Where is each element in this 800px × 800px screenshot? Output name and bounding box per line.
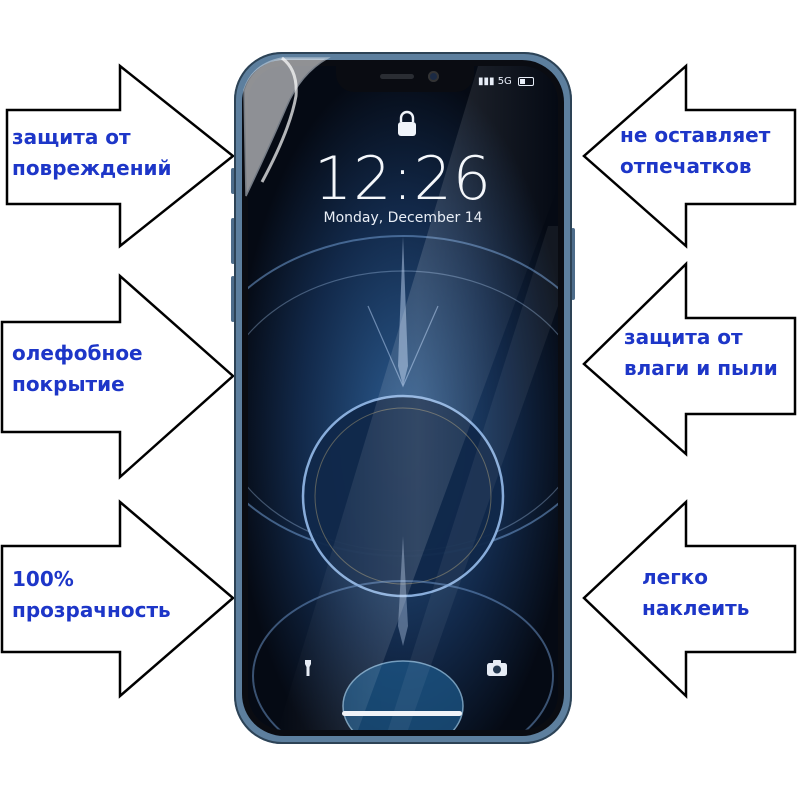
feature-label-oleophobic: олефобное покрытие [12, 338, 143, 400]
notch [336, 66, 474, 92]
feature-label-no-fingerprints: не оставляет отпечатков [620, 120, 770, 182]
status-bar: ▮▮▮ 5G [478, 76, 534, 87]
arrow-left-bottom [582, 499, 797, 699]
camera-icon[interactable] [486, 658, 508, 678]
phone-bezel: ▮▮▮ 5G 12:26 Monday, December 14 [242, 60, 564, 736]
power-button [571, 228, 575, 300]
arrow-left-top [582, 63, 797, 249]
lock-screen-date: Monday, December 14 [323, 210, 483, 226]
feature-label-easy-apply: легко наклеить [642, 562, 749, 624]
feature-label-line: легко [642, 565, 708, 589]
signal-icon: ▮▮▮ [477, 76, 495, 87]
phone-screen: ▮▮▮ 5G 12:26 Monday, December 14 [248, 66, 558, 730]
feature-label-damage-protection: защита от повреждений [12, 122, 172, 184]
phone: ▮▮▮ 5G 12:26 Monday, December 14 [234, 52, 572, 744]
earpiece-speaker [380, 74, 414, 79]
network-indicator: 5G [497, 76, 512, 87]
feature-label-line: отпечатков [620, 154, 752, 178]
feature-label-line: прозрачность [12, 598, 171, 622]
arrow-right-bottom [0, 499, 235, 699]
lock-screen-time: 12:26 [314, 144, 492, 214]
arrow-right-middle [0, 273, 235, 480]
feature-label-line: защита от [12, 125, 131, 149]
battery-icon [518, 76, 534, 86]
volume-down-button [231, 276, 235, 322]
feature-label-transparency: 100% прозрачность [12, 564, 171, 626]
feature-label-line: наклеить [642, 596, 750, 620]
feature-label-line: не оставляет [620, 123, 771, 147]
feature-label-line: защита от [624, 325, 743, 349]
arrow-right-top [5, 63, 236, 249]
arrow-left-middle [582, 261, 797, 457]
wallpaper [248, 66, 558, 730]
volume-up-button [231, 218, 235, 264]
feature-label-line: 100% [12, 567, 74, 591]
front-camera [428, 71, 439, 82]
feature-label-line: покрытие [12, 372, 125, 396]
lock-icon [398, 110, 416, 136]
feature-label-line: влаги и пыли [624, 356, 778, 380]
feature-label-line: олефобное [12, 341, 143, 365]
mute-switch [231, 168, 235, 194]
home-indicator[interactable] [342, 711, 462, 716]
feature-label-moisture-dust: защита от влаги и пыли [624, 322, 778, 384]
flashlight-icon[interactable] [298, 658, 318, 678]
feature-label-line: повреждений [12, 156, 172, 180]
